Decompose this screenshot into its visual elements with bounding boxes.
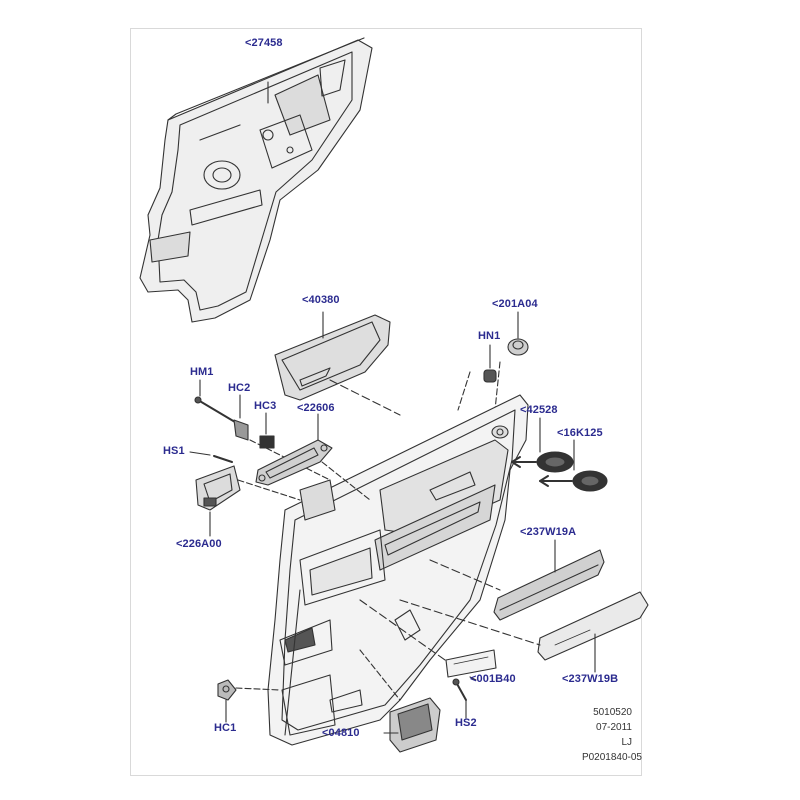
callout-HC2: HC2: [228, 382, 251, 394]
dash-001B40: [359, 599, 446, 661]
callout-HS1: HS1: [163, 445, 185, 457]
part-HC1-clip: [217, 679, 237, 701]
part-42528-badge: [536, 451, 574, 473]
part-HN1-nut: [483, 369, 497, 383]
part-HS2-screw: [452, 678, 467, 701]
part-27458-membrane: [139, 37, 373, 323]
callout-201A04: <201A04: [492, 298, 538, 310]
part-04810-grille: [389, 697, 441, 753]
part-HM1-screw: [194, 396, 241, 426]
footer-date: 07-2011: [596, 722, 632, 733]
part-16K125-badge: [572, 470, 608, 492]
dash-HN1: [457, 371, 471, 411]
dash-201A04: [494, 361, 501, 411]
part-237W19A-strip: [493, 549, 605, 621]
callout-27458: <27458: [245, 37, 283, 49]
callout-HC1: HC1: [214, 722, 237, 734]
part-201A04-clip: [507, 338, 529, 356]
callout-04810: <04810: [322, 727, 360, 739]
callout-40380: <40380: [302, 294, 340, 306]
callout-226A00: <226A00: [176, 538, 222, 550]
callout-22606: <22606: [297, 402, 335, 414]
callout-42528: <42528: [520, 404, 558, 416]
footer-ref: P0201840-05: [581, 752, 642, 763]
callout-HM1: HM1: [190, 366, 214, 378]
dash-HC1: [235, 687, 281, 691]
callout-16K125: <16K125: [557, 427, 603, 439]
callout-HS2: HS2: [455, 717, 477, 729]
callout-001B40: <001B40: [470, 673, 516, 685]
footer-author: LJ: [621, 737, 632, 748]
part-HC2-bracket: [233, 419, 249, 441]
main-door-panel: [267, 394, 529, 746]
callout-237W19A: <237W19A: [520, 526, 577, 538]
part-HS1-screw: [213, 455, 233, 463]
leader-HS1: [189, 451, 211, 456]
part-001B40-plate: [445, 649, 497, 678]
diagram-frame: [130, 28, 642, 776]
callout-HN1: HN1: [478, 330, 501, 342]
part-226A00-bezel: [195, 465, 241, 511]
dash-22606: [321, 461, 371, 501]
footer-code: 5010520: [593, 707, 632, 718]
dash-237W19B: [399, 599, 541, 646]
part-40380-upper-trim: [274, 314, 391, 401]
dash-04810: [359, 649, 401, 701]
callout-HC3: HC3: [254, 400, 277, 412]
dash-237W19A: [429, 559, 501, 591]
leader-001B40: [469, 676, 477, 681]
callout-237W19B: <237W19B: [562, 673, 619, 685]
door-edge-line: [284, 589, 301, 736]
part-237W19B-strip: [537, 591, 649, 661]
dash-226A00: [237, 479, 301, 501]
dash-40380: [329, 379, 401, 416]
